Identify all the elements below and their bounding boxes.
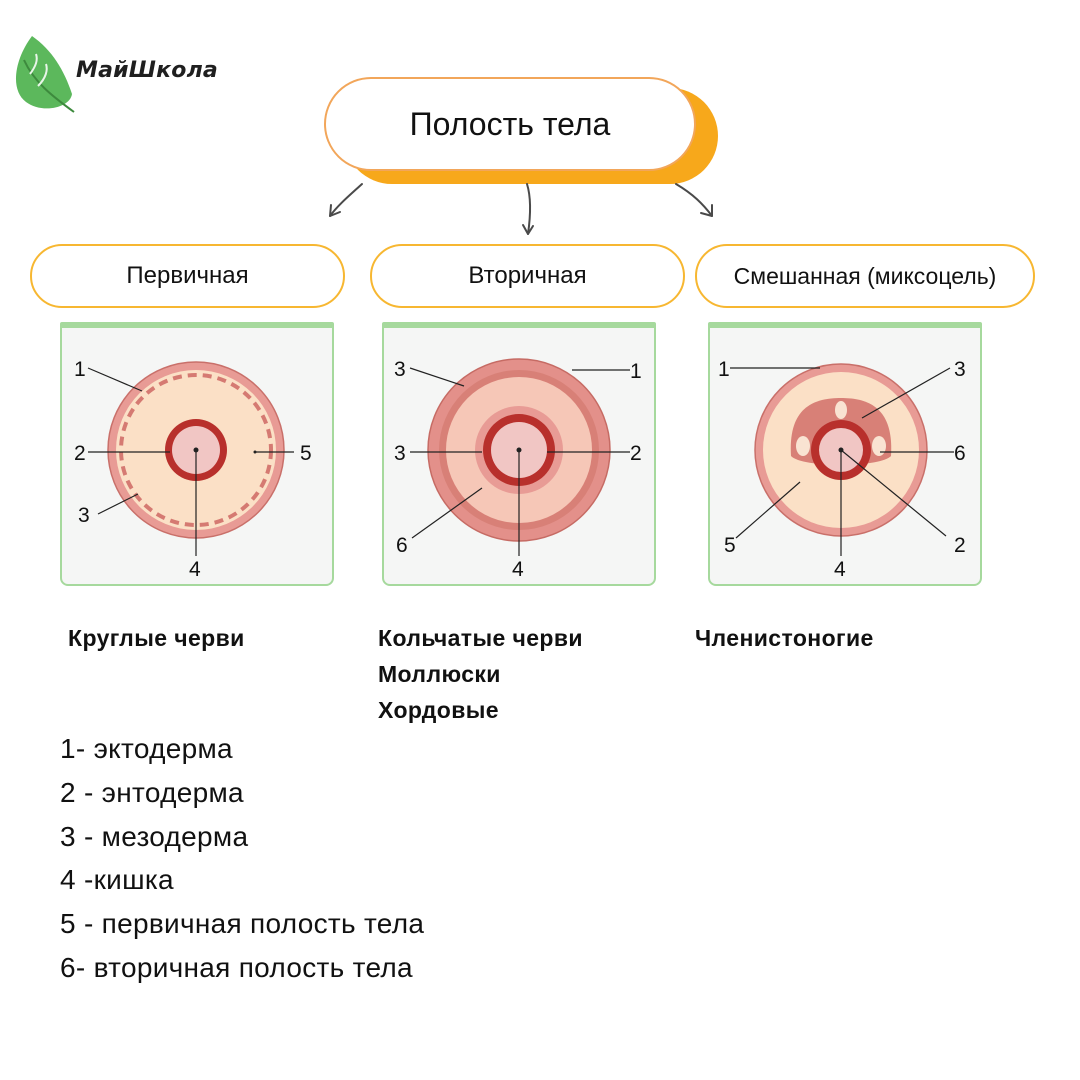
legend-item: 2 - энтодерма xyxy=(60,776,244,808)
arrow-middle xyxy=(526,183,532,235)
category-primary: Первичная xyxy=(30,244,345,308)
callout-1: 1 xyxy=(74,358,86,381)
callout-5: 5 xyxy=(724,534,736,557)
group-mixocoel: Членистоногие xyxy=(695,620,874,656)
diagram-secondary-cavity: 3 1 3 2 6 4 xyxy=(382,322,656,586)
callout-3: 3 xyxy=(78,504,90,527)
group-line: Круглые черви xyxy=(68,625,245,651)
callout-4: 4 xyxy=(512,558,524,581)
diagram-mixocoel: 1 3 6 5 2 4 xyxy=(708,322,982,586)
callout-4: 4 xyxy=(834,558,846,581)
callout-2: 2 xyxy=(954,534,966,557)
legend-item: 3 - мезодерма xyxy=(60,820,249,852)
group-line: Моллюски xyxy=(378,661,501,687)
page-title: Полость тела xyxy=(324,77,696,171)
group-primary: Круглые черви xyxy=(68,620,245,656)
callout-3-inner: 3 xyxy=(394,442,406,465)
callout-6: 6 xyxy=(396,534,408,557)
callout-1: 1 xyxy=(630,360,642,383)
callout-3: 3 xyxy=(954,358,966,381)
callout-2: 2 xyxy=(630,442,642,465)
category-mixocoel: Смешанная (миксоцель) xyxy=(695,244,1035,308)
brand-logo xyxy=(12,30,252,120)
group-line: Хордовые xyxy=(378,697,499,723)
callout-2: 2 xyxy=(74,442,86,465)
callout-6: 6 xyxy=(954,442,966,465)
group-secondary: Кольчатые черви Моллюски Хордовые xyxy=(378,620,583,728)
category-secondary: Вторичная xyxy=(370,244,685,308)
callout-4: 4 xyxy=(189,558,201,581)
legend-item: 6- вторичная полость тела xyxy=(60,951,413,983)
legend-item: 1- эктодерма xyxy=(60,733,233,764)
branch-arrows xyxy=(329,183,713,235)
diagram-primary-cavity: 1 2 3 4 5 xyxy=(60,322,334,586)
leaf-icon xyxy=(15,36,75,113)
legend-item: 4 -кишка xyxy=(60,864,174,896)
arrow-right xyxy=(675,183,713,217)
legend-item: 5 - первичная полость тела xyxy=(60,908,425,940)
legend: 1- эктодерма 2 - энтодерма 3 - мезодерма… xyxy=(60,727,424,990)
callout-3-outer: 3 xyxy=(394,358,406,381)
brand-name: МайШкола xyxy=(76,58,218,83)
group-line: Кольчатые черви xyxy=(378,625,583,651)
callout-1: 1 xyxy=(718,358,730,381)
group-line: Членистоногие xyxy=(695,625,874,651)
callout-5: 5 xyxy=(300,442,312,465)
arrow-left xyxy=(329,183,363,217)
